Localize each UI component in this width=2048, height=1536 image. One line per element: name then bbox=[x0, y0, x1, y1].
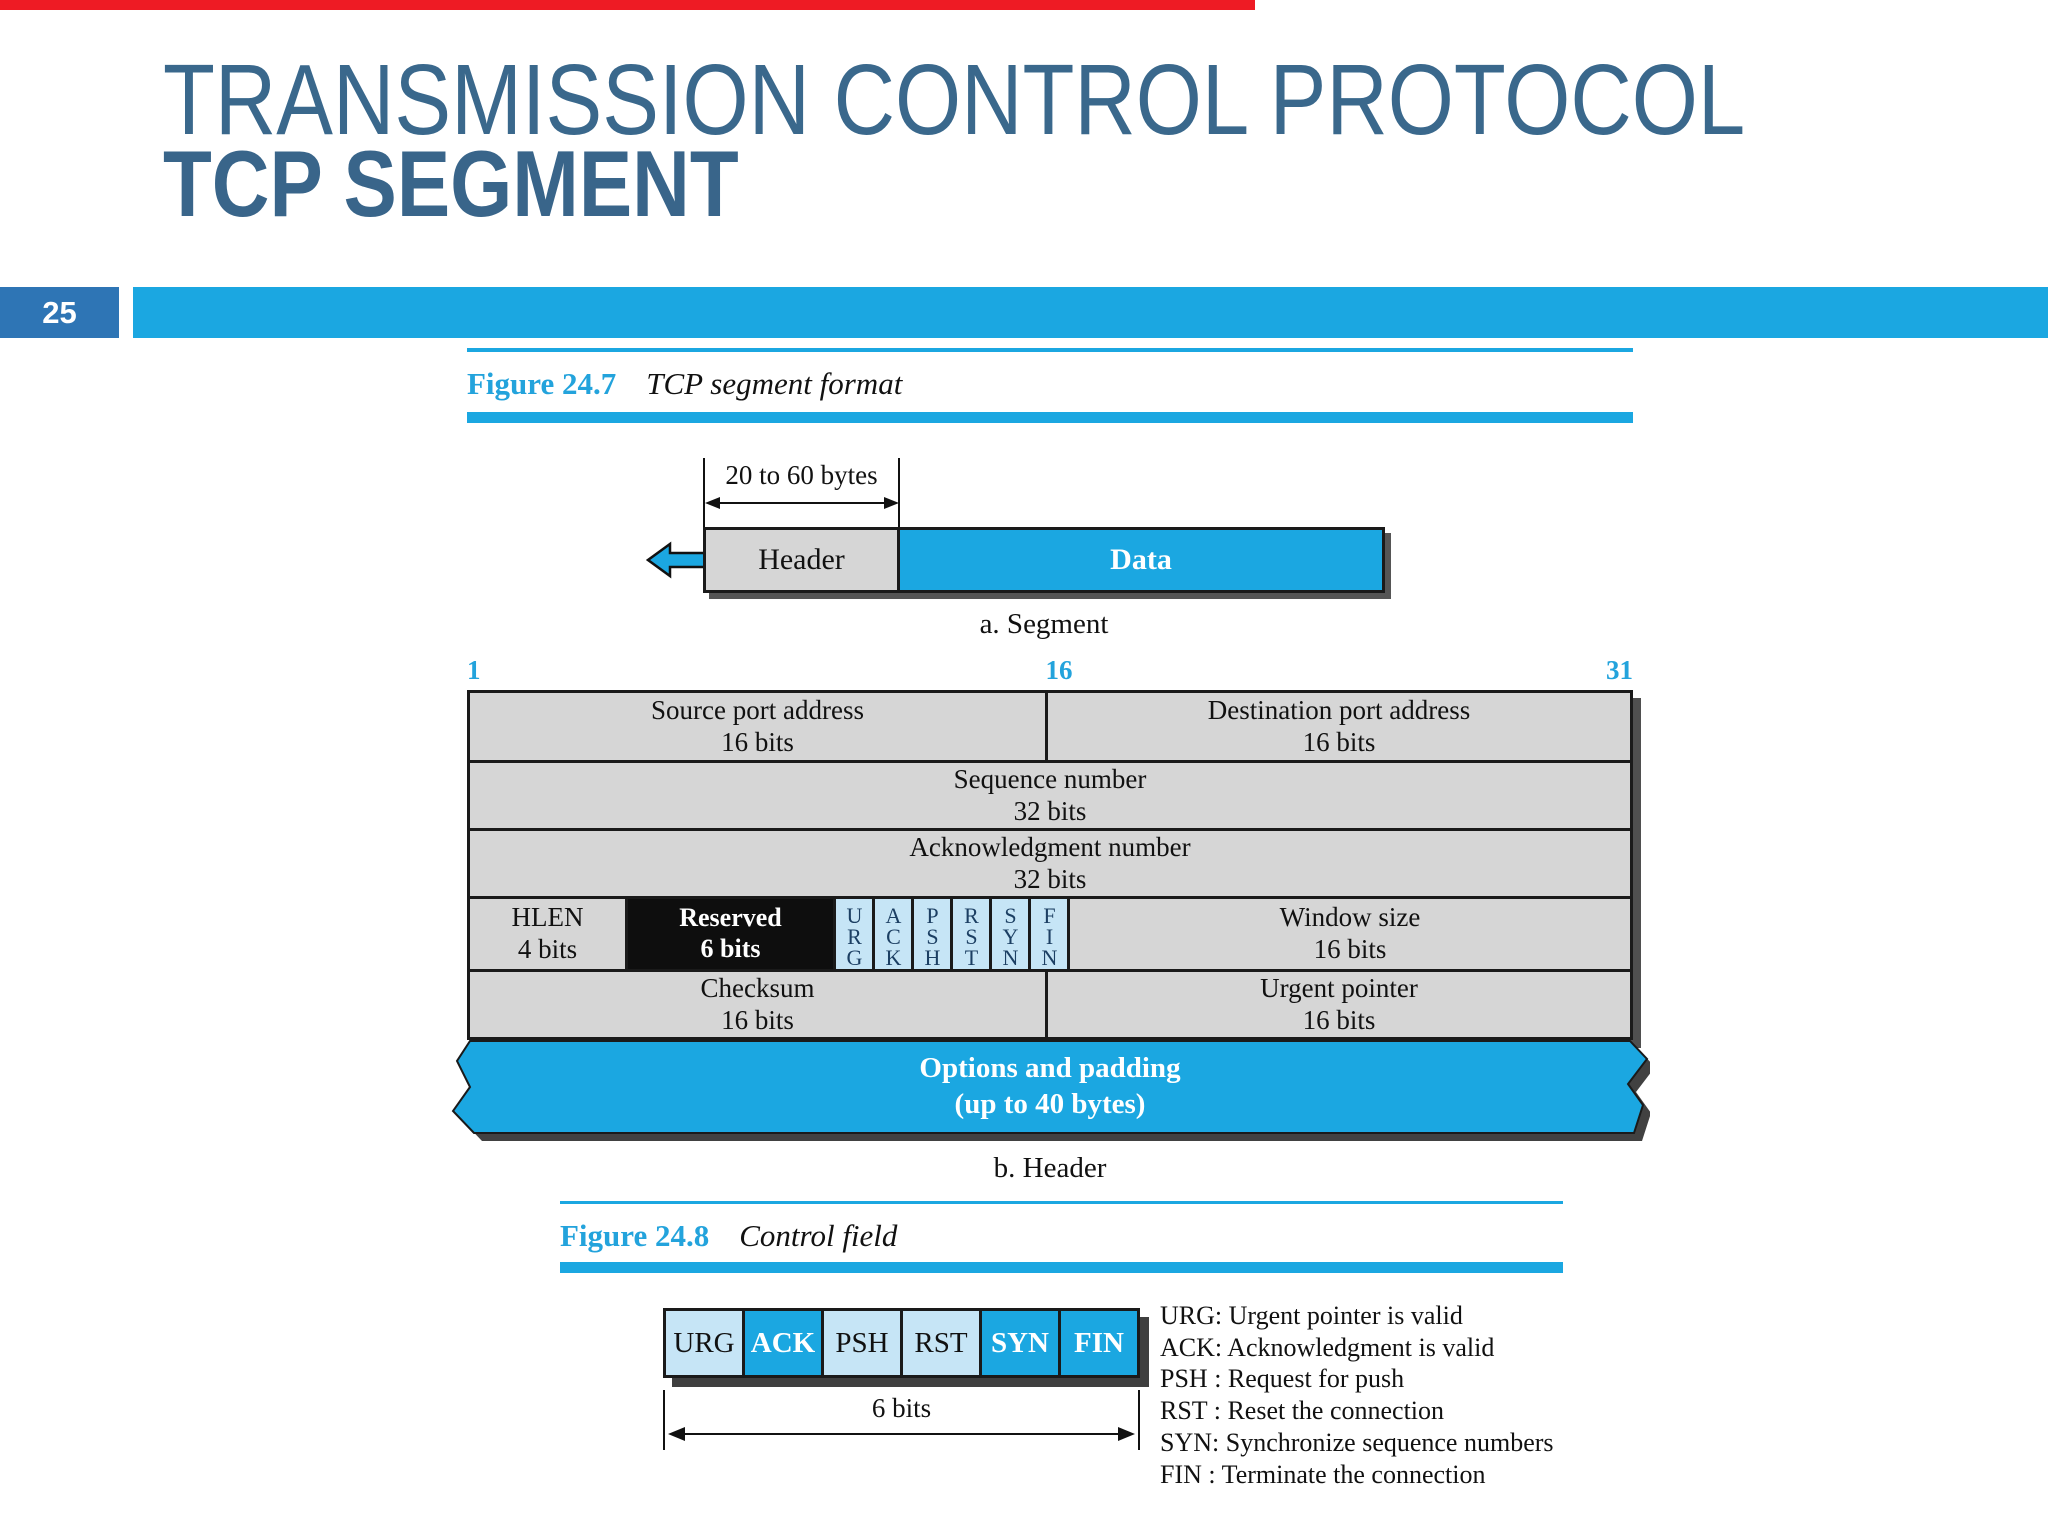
cell-title: Source port address bbox=[651, 694, 864, 725]
segment-data-box: Data bbox=[900, 527, 1385, 593]
ctrl-box-rst: RST bbox=[900, 1311, 979, 1375]
legend-psh: PSH : Request for push bbox=[1160, 1364, 1405, 1394]
fig1-label: Figure 24.7 bbox=[467, 366, 617, 401]
slide-subtitle: TCP SEGMENT bbox=[163, 131, 739, 236]
legend-syn: SYN: Synchronize sequence numbers bbox=[1160, 1427, 1554, 1457]
segment-header-box: Header bbox=[703, 527, 900, 593]
cell-title: Destination port address bbox=[1207, 694, 1471, 725]
flag-cell-ack: ACK bbox=[872, 899, 911, 969]
cell-sub: 16 bits bbox=[721, 726, 794, 757]
flag-legend: URG: Urgent pointer is valid ACK: Acknow… bbox=[1160, 1300, 1554, 1490]
table-row-sequence: Sequence number 32 bits bbox=[470, 760, 1630, 828]
cell-title: Sequence number bbox=[953, 763, 1147, 794]
top-red-bar bbox=[0, 0, 1255, 10]
legend-ack: ACK: Acknowledgment is valid bbox=[1160, 1332, 1495, 1362]
cell-sub: 16 bits bbox=[1302, 1004, 1376, 1035]
destination-port-cell: Destination port address 16 bits bbox=[1045, 693, 1630, 760]
options-label: Options and padding (up to 40 bytes) bbox=[467, 1050, 1633, 1123]
ctrl-box-ack: ACK bbox=[742, 1311, 821, 1375]
header-accent-bar bbox=[133, 287, 2048, 338]
hlen-cell: HLEN 4 bits bbox=[470, 899, 625, 969]
legend-rst: RST : Reset the connection bbox=[1160, 1396, 1445, 1426]
fig1-heading: Figure 24.7 TCP segment format bbox=[467, 366, 902, 402]
acknowledgment-number-cell: Acknowledgment number 32 bits bbox=[470, 831, 1630, 896]
control-field-row: URG ACK PSH RST SYN FIN bbox=[663, 1308, 1140, 1378]
bits-measure-label: 6 bits bbox=[871, 1393, 932, 1423]
table-row-ports: Source port address 16 bits Destination … bbox=[470, 693, 1630, 760]
flag-cell-urg: URG bbox=[833, 899, 872, 969]
window-size-cell: Window size 16 bits bbox=[1067, 899, 1630, 969]
bits-tick-right bbox=[1138, 1390, 1140, 1450]
fig1-bottom-rule bbox=[467, 412, 1633, 423]
fig2-bottom-rule bbox=[560, 1262, 1563, 1273]
bits-double-arrow-icon bbox=[668, 1427, 1135, 1441]
sequence-number-cell: Sequence number 32 bits bbox=[470, 763, 1630, 828]
cell-title: Window size bbox=[1279, 902, 1421, 933]
cell-sub: 6 bits bbox=[700, 934, 761, 963]
cell-title: Checksum bbox=[700, 972, 815, 1003]
reserved-cell: Reserved 6 bits bbox=[625, 899, 833, 969]
cell-title: HLEN bbox=[511, 902, 584, 933]
legend-urg: URG: Urgent pointer is valid bbox=[1160, 1301, 1463, 1330]
segment-sub-caption: a. Segment bbox=[979, 608, 1109, 640]
double-arrow-icon bbox=[705, 497, 899, 509]
urgent-pointer-cell: Urgent pointer 16 bits bbox=[1045, 972, 1630, 1037]
bit-label-16: 16 bbox=[1045, 655, 1073, 685]
table-row-checksum: Checksum 16 bits Urgent pointer 16 bits bbox=[470, 969, 1630, 1037]
flag-cell-syn: SYN bbox=[989, 899, 1028, 969]
ctrl-box-psh: PSH bbox=[821, 1311, 900, 1375]
bit-label-31: 31 bbox=[1606, 655, 1633, 685]
flag-cell-psh: PSH bbox=[911, 899, 950, 969]
cell-title: Acknowledgment number bbox=[909, 831, 1191, 862]
cell-sub: 16 bits bbox=[721, 1004, 794, 1035]
flag-cell-fin: FIN bbox=[1028, 899, 1067, 969]
table-row-acknowledgment: Acknowledgment number 32 bits bbox=[470, 828, 1630, 896]
segment-measure-label: 20 to 60 bytes bbox=[725, 460, 878, 490]
header-sub-caption: b. Header bbox=[993, 1152, 1107, 1184]
fig2-label: Figure 24.8 bbox=[560, 1218, 710, 1253]
tcp-header-table: Source port address 16 bits Destination … bbox=[467, 690, 1633, 1040]
slide-title: TRANSMISSION CONTROL PROTOCOL bbox=[163, 44, 1746, 156]
options-band bbox=[451, 1040, 1650, 1141]
ctrl-box-syn: SYN bbox=[979, 1311, 1058, 1375]
cell-sub: 16 bits bbox=[1302, 726, 1376, 757]
options-line2: (up to 40 bytes) bbox=[954, 1088, 1146, 1121]
measure-tick-left bbox=[703, 458, 705, 527]
cell-sub: 16 bits bbox=[1313, 934, 1387, 964]
cell-sub: 32 bits bbox=[1013, 863, 1087, 894]
left-arrow-icon bbox=[646, 541, 708, 579]
source-port-cell: Source port address 16 bits bbox=[470, 693, 1045, 760]
cell-title: Reserved bbox=[679, 903, 782, 933]
segment-bar: Header Data bbox=[703, 527, 1385, 593]
page-number: 25 bbox=[42, 294, 77, 330]
legend-fin: FIN : Terminate the connection bbox=[1160, 1459, 1486, 1489]
ctrl-box-urg: URG bbox=[673, 1326, 735, 1359]
cell-sub: 4 bits bbox=[517, 934, 578, 964]
bits-tick-left bbox=[663, 1390, 665, 1450]
ctrl-box-fin: FIN bbox=[1058, 1311, 1137, 1375]
measure-tick-right bbox=[898, 458, 900, 527]
options-line1: Options and padding bbox=[919, 1052, 1181, 1084]
table-row-flags: HLEN 4 bits Reserved 6 bits URG ACK PSH … bbox=[470, 896, 1630, 969]
cell-sub: 32 bits bbox=[1013, 795, 1087, 826]
fig2-caption: Control field bbox=[739, 1218, 898, 1253]
checksum-cell: Checksum 16 bits bbox=[470, 972, 1045, 1037]
fig2-heading: Figure 24.8 Control field bbox=[560, 1218, 897, 1254]
fig2-top-rule bbox=[560, 1201, 1563, 1204]
page-number-badge: 25 bbox=[0, 287, 119, 338]
fig1-top-rule bbox=[467, 348, 1633, 352]
bit-label-1: 1 bbox=[467, 655, 481, 685]
flag-cell-rst: RST bbox=[950, 899, 989, 969]
fig1-caption: TCP segment format bbox=[646, 366, 903, 401]
cell-title: Urgent pointer bbox=[1260, 972, 1418, 1003]
